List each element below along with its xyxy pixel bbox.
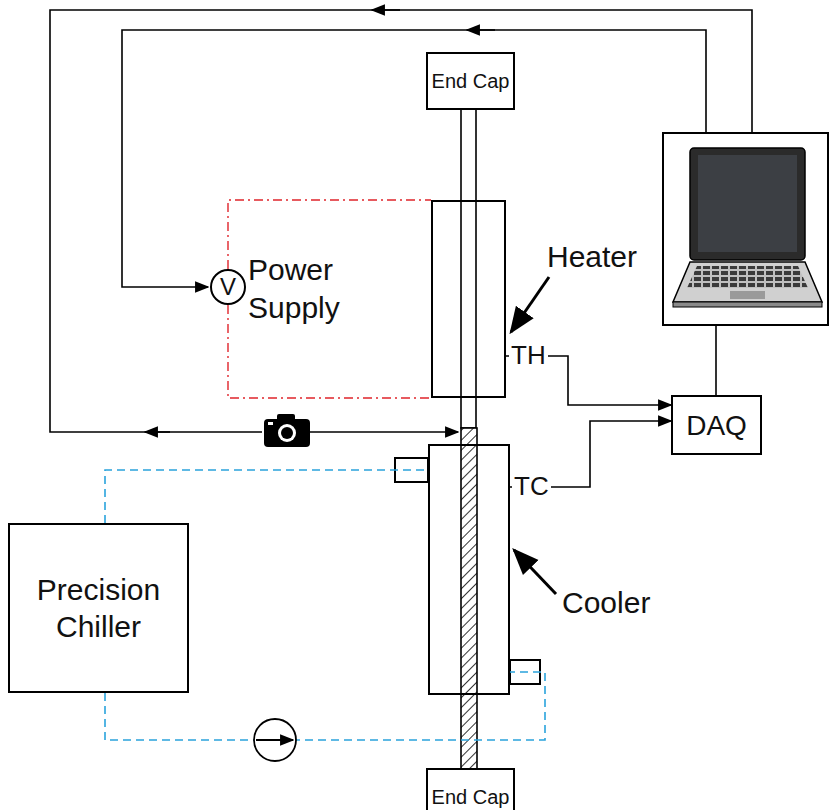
heater-block: Heater — [431, 200, 506, 398]
part-label: Heater — [547, 238, 637, 276]
box-label: DAQ — [686, 408, 747, 443]
flow-arrow — [145, 431, 170, 433]
leader-arrow — [511, 277, 549, 332]
part-label: Cooler — [562, 584, 650, 622]
flow-arrow — [372, 9, 400, 11]
end-cap-box: End Cap — [426, 52, 515, 110]
box-label: End Cap — [432, 785, 510, 810]
hatched-rod — [461, 428, 477, 770]
daq-cable — [715, 325, 717, 395]
laptop-icon — [673, 148, 822, 307]
chiller-box: Precision Chiller — [8, 523, 189, 693]
power-control-wire — [122, 30, 706, 287]
coolant-line — [105, 470, 428, 523]
leader-arrow — [514, 550, 556, 594]
cooler-block: Cooler — [428, 444, 510, 695]
box-label: Precision Chiller — [10, 571, 187, 646]
sample-rod — [461, 100, 476, 428]
camera-icon — [264, 414, 310, 447]
end-cap-box: End Cap — [426, 768, 515, 810]
part-label: Power Supply — [248, 251, 366, 326]
box-label: End Cap — [432, 69, 510, 94]
box-label: V — [220, 272, 236, 302]
flow-arrow — [467, 29, 495, 31]
voltage-source: VPower Supply — [210, 269, 246, 305]
sensor-label: TC — [512, 472, 551, 501]
computer-frame — [663, 133, 828, 325]
pump-symbol — [254, 719, 296, 761]
pump-arrow — [256, 739, 293, 741]
camera-trigger-wire — [50, 10, 752, 432]
sensor-label: TH — [509, 341, 548, 370]
daq-box: DAQ — [671, 395, 762, 455]
camera-view-line — [310, 431, 458, 433]
